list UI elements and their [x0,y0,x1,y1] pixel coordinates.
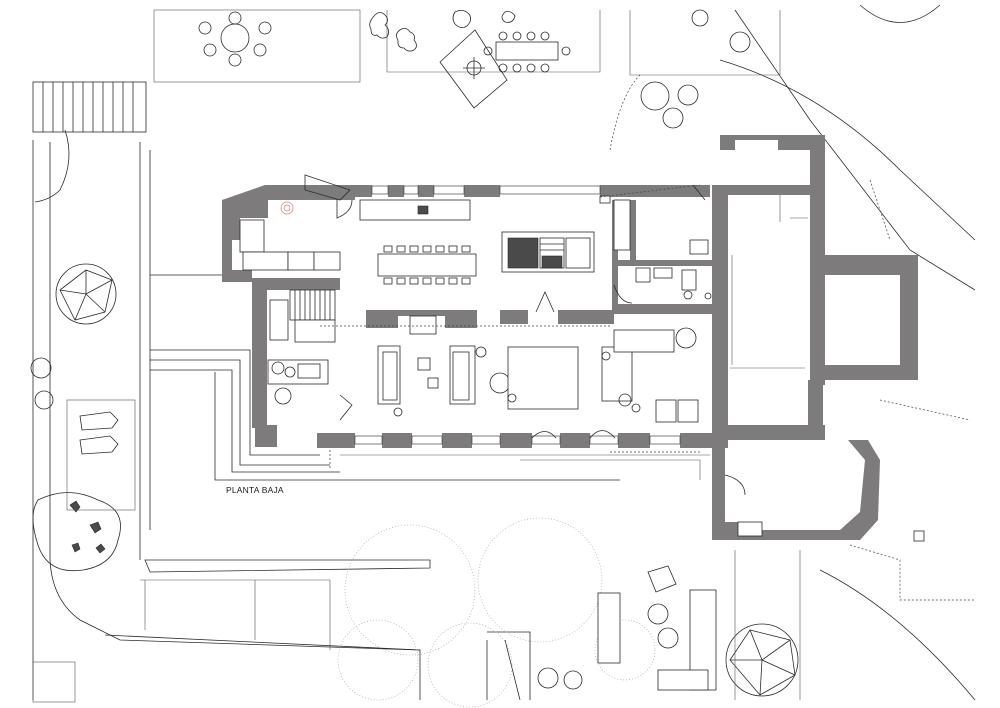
kitchen-island [501,231,595,273]
tree-icon [55,263,117,325]
round-table-icon [198,11,272,67]
site-context [30,4,976,708]
shrub-icon [640,9,751,129]
shrub-icon [369,10,516,52]
outdoor-seating [597,565,717,691]
living-furniture [377,327,699,423]
tree-icon [725,623,799,697]
interior-stair [269,289,336,343]
floor-label: PLANTA BAJA [226,485,284,495]
dining-set-icon [439,29,571,109]
terrace [150,274,710,481]
dining-table [377,245,477,285]
lounge-chair-icon [66,399,136,511]
interior [239,174,808,537]
shrub-icon [30,357,121,572]
fireplace-icon [280,201,437,335]
shrub-icon [537,667,583,690]
exterior-stair [32,81,147,133]
house-walls [222,135,918,540]
